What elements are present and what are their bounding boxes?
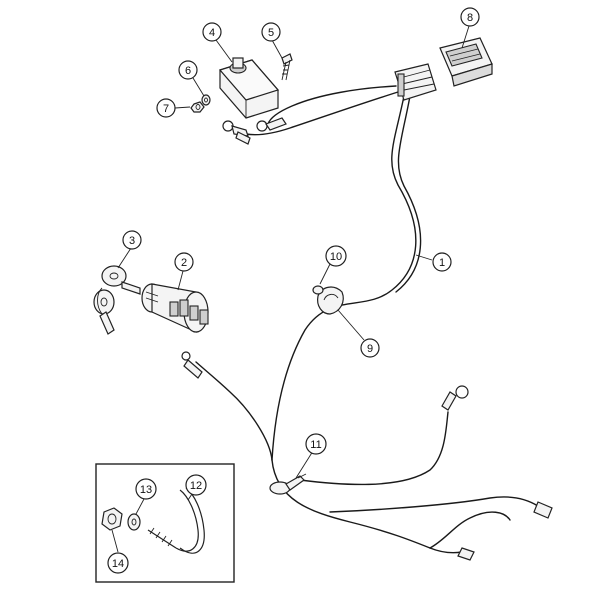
leader-lines (111, 25, 470, 553)
cable-clamp (317, 286, 344, 315)
callout-3-label: 3 (129, 235, 135, 247)
callout-9: 9 (360, 338, 380, 358)
callout-10: 10 (325, 245, 347, 267)
callout-7: 7 (156, 98, 176, 118)
callout-9-label: 9 (367, 343, 373, 355)
callout-11: 11 (305, 433, 327, 455)
callout-2: 2 (174, 252, 194, 272)
bolt (281, 53, 293, 81)
ignition-wire-terminal (181, 351, 203, 379)
clamp-screw (312, 285, 324, 295)
callout-1-label: 1 (439, 257, 445, 269)
callout-12: 12 (185, 474, 207, 496)
harness-clip (269, 473, 307, 495)
harness-connector (394, 63, 437, 101)
callout-7-label: 7 (163, 103, 169, 115)
ignition-keys (93, 265, 141, 335)
nut (190, 101, 205, 113)
washer (201, 94, 211, 106)
push-switch-body (218, 57, 280, 119)
callout-11-label: 11 (310, 439, 321, 451)
callout-10-label: 10 (330, 251, 342, 263)
callout-6: 6 (178, 60, 198, 80)
hardware-inset (95, 463, 235, 583)
callout-6-label: 6 (185, 65, 191, 77)
main-wiring-harness (195, 85, 539, 554)
bullet-terminals (457, 501, 553, 561)
callout-2-label: 2 (181, 257, 187, 269)
ring-terminal-right (441, 385, 469, 411)
callout-8-label: 8 (467, 12, 473, 24)
control-module (439, 37, 493, 87)
callout-4-label: 4 (209, 27, 215, 39)
callout-3: 3 (122, 230, 142, 250)
callout-13: 13 (135, 478, 157, 500)
ignition-switch (141, 283, 209, 333)
callout-1: 1 (432, 252, 452, 272)
callout-14-label: 14 (112, 558, 124, 570)
callout-5: 5 (261, 22, 281, 42)
callout-5-label: 5 (268, 27, 274, 39)
callout-12-label: 12 (190, 480, 202, 492)
callout-4: 4 (202, 22, 222, 42)
ring-terminals-switch (222, 117, 287, 145)
callout-8: 8 (460, 7, 480, 27)
callout-14: 14 (107, 552, 129, 574)
callout-13-label: 13 (140, 484, 152, 496)
